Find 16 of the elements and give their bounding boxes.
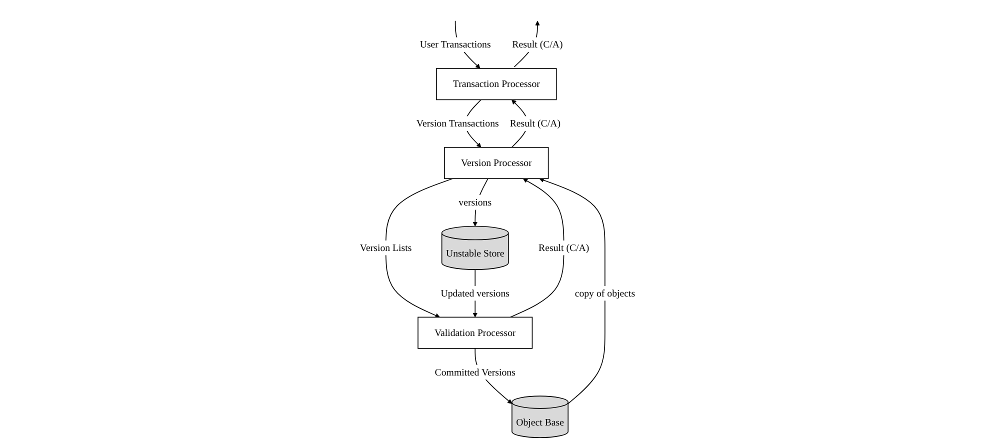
node-box: Version Processor xyxy=(444,146,549,180)
node-box: Transaction Processor xyxy=(436,68,557,100)
node-box: Validation Processor xyxy=(418,316,533,349)
edge-label: Result (C/A) xyxy=(510,118,561,129)
edge-label: copy of objects xyxy=(574,288,636,299)
edge-label: Version Lists xyxy=(360,242,412,254)
arrow xyxy=(539,178,606,404)
arrow xyxy=(510,178,564,318)
edge-label: User Transactions xyxy=(420,38,491,50)
edge-label: Version Transactions xyxy=(416,118,499,129)
arrow xyxy=(385,178,454,318)
edge-label: Result (C/A) xyxy=(538,242,590,254)
edge-label: Committed Versions xyxy=(434,366,516,378)
edge-label: versions xyxy=(458,196,492,208)
edge-label: Updated versions xyxy=(440,288,510,299)
edge-label: Result (C/A) xyxy=(512,38,563,50)
